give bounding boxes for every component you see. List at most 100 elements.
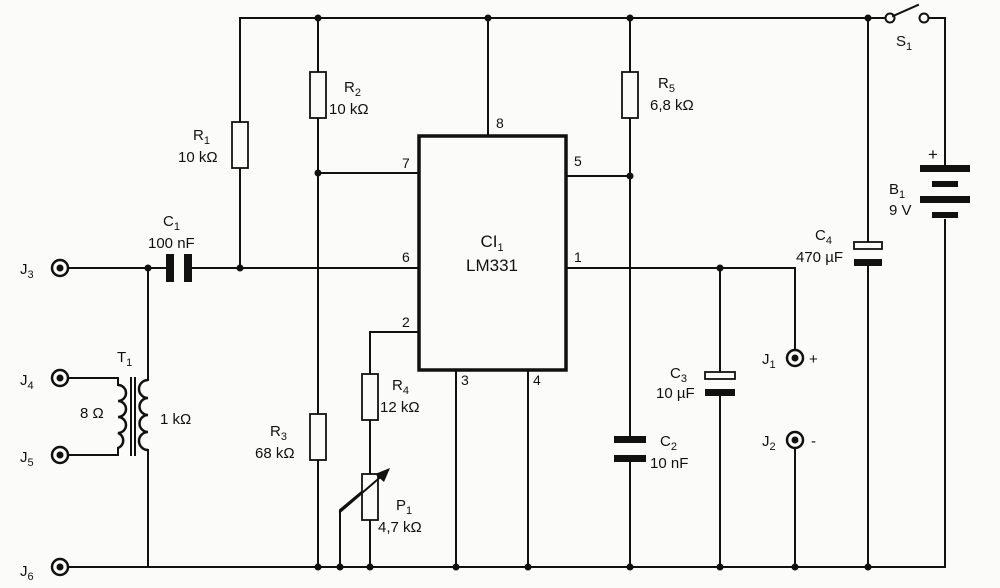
junction-dot [864,14,872,22]
transformer-primary-coil [117,383,128,450]
potentiometer-arrow-line [338,472,386,514]
wire-pin1 [565,267,796,351]
resistor-r4: R4 12 kΩ [361,373,420,421]
resistor-r4-name: R4 [392,377,409,397]
switch-contact [918,12,930,24]
ic-lm331: CI1 LM331 8 7 6 2 5 1 3 4 [402,115,582,388]
jack-j2: J2 - [762,430,816,453]
pin-label-5: 5 [574,153,582,169]
resistor-r1-body [231,121,249,169]
pin-label-2: 2 [402,314,410,330]
junctions [144,14,872,571]
junction-dot [484,14,492,22]
capacitor-c2-name: C2 [660,433,677,453]
jack-j3-label: J3 [20,261,34,281]
potentiometer-p1-name: P1 [396,497,412,517]
battery-name: B1 [889,181,905,201]
junction-dot [626,172,634,180]
ic-body [417,134,568,372]
jack-terminal-center [56,563,64,571]
resistor-r5-value: 6,8 kΩ [650,97,694,114]
junction-dot [524,563,532,571]
junction-dot [336,563,344,571]
resistor-r4-body [361,373,379,421]
capacitor-c4-value: 470 µF [796,249,843,266]
resistor-r2-name: R2 [344,79,361,99]
resistor-r5-body [621,71,639,119]
potentiometer-p1-value: 4,7 kΩ [378,519,422,536]
junction-dot [314,169,322,177]
pin-label-8: 8 [496,115,504,131]
capacitor-c2-plate-bottom [614,455,646,462]
junction-dot [791,563,799,571]
transformer-name: T1 [117,349,132,369]
resistor-r3-body [309,413,327,461]
capacitor-c1-name: C1 [163,213,180,233]
resistor-r1: R1 10 kΩ [178,121,249,169]
transformer-primary-value: 8 Ω [80,405,104,422]
capacitor-c4-plate-negative [854,259,882,266]
capacitor-c1-plate-right [184,254,192,282]
junction-dot [314,14,322,22]
resistor-r3: R3 68 kΩ [255,413,327,462]
battery-value: 9 V [889,202,912,219]
resistor-r5-name: R5 [658,75,675,95]
battery-plate [920,165,970,172]
wires [67,17,946,568]
junction-dot [716,264,724,272]
capacitor-c3: C3 10 µF [656,365,736,402]
resistor-r1-name: R1 [193,127,210,147]
resistor-r2: R2 10 kΩ [309,71,369,119]
pin-label-7: 7 [402,155,410,171]
junction-dot [626,563,634,571]
resistor-r2-body [309,71,327,119]
resistor-r3-value: 68 kΩ [255,445,295,462]
pin-label-1: 1 [574,249,582,265]
jack-terminal-center [791,436,799,444]
capacitor-c1: C1 100 nF [148,213,195,282]
junction-dot [626,14,634,22]
potentiometer-p1-body [361,473,379,521]
resistor-r5: R5 6,8 kΩ [621,71,694,119]
potentiometer-arrow-head [375,468,390,482]
junction-dot [366,563,374,571]
jack-j5: J5 [20,445,70,469]
jack-j1-sign: + [809,351,818,368]
resistor-r2-value: 10 kΩ [329,101,369,118]
ic-name: CI1 [480,232,503,254]
transformer-secondary-coil [137,378,149,452]
capacitor-c3-plate-positive [704,371,736,380]
jack-j2-label: J2 [762,433,776,453]
potentiometer-p1: P1 4,7 kΩ [338,468,422,536]
transformer-secondary-value: 1 kΩ [160,411,191,428]
battery-plus: + [928,145,938,164]
jack-j2-sign: - [811,433,816,450]
capacitor-c3-name: C3 [670,365,687,385]
resistor-r3-name: R3 [270,423,287,443]
battery-b1: + B1 9 V [889,145,970,219]
junction-dot [144,264,152,272]
ic-part: LM331 [466,256,518,275]
resistor-r4-value: 12 kΩ [380,399,420,416]
wire-pin2 [369,331,419,568]
junction-dot [314,563,322,571]
jack-j6-label: J6 [20,563,34,583]
jack-j4: J4 [20,368,70,392]
switch-lever [891,3,920,18]
capacitor-c4: C4 470 µF [796,227,883,266]
capacitor-c2-plate-top [614,436,646,443]
capacitor-c2-value: 10 nF [650,455,688,472]
switch-s1: S1 [884,3,930,53]
jack-j3: J3 [20,258,70,281]
capacitor-c1-value: 100 nF [148,235,195,252]
jack-terminal-center [791,354,799,362]
jack-j1: J1 + [762,348,818,371]
jack-terminal-center [56,451,64,459]
capacitor-c4-name: C4 [815,227,832,247]
junction-dot [864,563,872,571]
jack-j1-label: J1 [762,351,776,371]
jack-j5-label: J5 [20,449,34,469]
capacitor-c3-plate-negative [705,389,735,396]
pin-label-6: 6 [402,249,410,265]
